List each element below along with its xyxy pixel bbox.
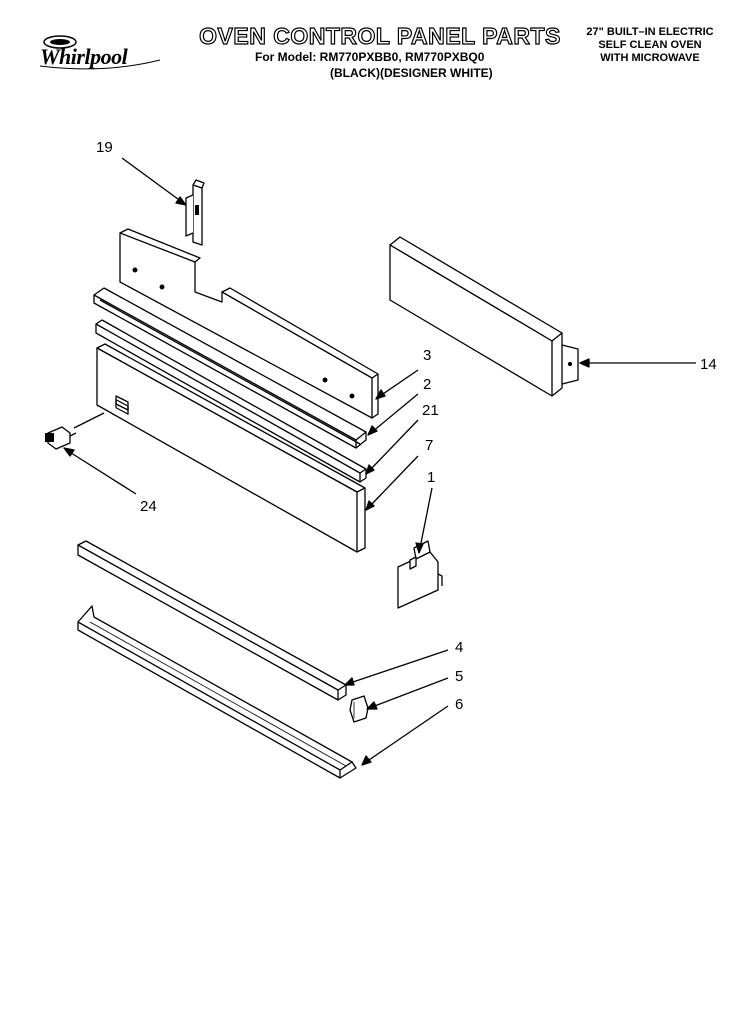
part-2-channel [93,287,367,449]
part-6-bottom-trim [77,605,357,779]
callout-3: 3 [423,347,431,364]
whirlpool-logo [39,35,161,70]
leader-lines [63,157,696,766]
spec-line: WITH MICROWAVE [600,52,700,64]
part-19-bracket [185,179,205,246]
appliance-spec: 27" BUILT–IN ELECTRIC SELF CLEAN OVEN WI… [578,26,722,65]
part-1-bracket [397,540,443,609]
callout-21: 21 [422,402,439,419]
part-14-side-panel [389,236,579,397]
part-5-end-cap [349,695,369,723]
finish-line: (BLACK)(DESIGNER WHITE) [330,66,493,80]
part-24-connector [45,426,77,450]
callout-14: 14 [700,356,717,373]
part-21-trim-strip [95,319,367,483]
callout-4: 4 [455,639,463,656]
spec-line: 27" BUILT–IN ELECTRIC [586,26,714,38]
part-3-mounting-plate [119,228,379,419]
callout-24: 24 [140,498,157,515]
spec-line: SELF CLEAN OVEN [598,39,702,51]
callout-6: 6 [455,696,463,713]
model-line: For Model: RM770PXBB0, RM770PXBQ0 [255,50,485,64]
part-7-control-panel [96,343,366,553]
callout-1: 1 [427,469,435,486]
callout-2: 2 [423,376,431,393]
callout-19: 19 [96,139,113,156]
part-4-lower-trim [77,540,347,701]
page-title: OVEN CONTROL PANEL PARTS [199,22,561,49]
callout-5: 5 [455,668,463,685]
callout-7: 7 [425,437,433,454]
brand-wordmark: Whirlpool [40,44,128,69]
